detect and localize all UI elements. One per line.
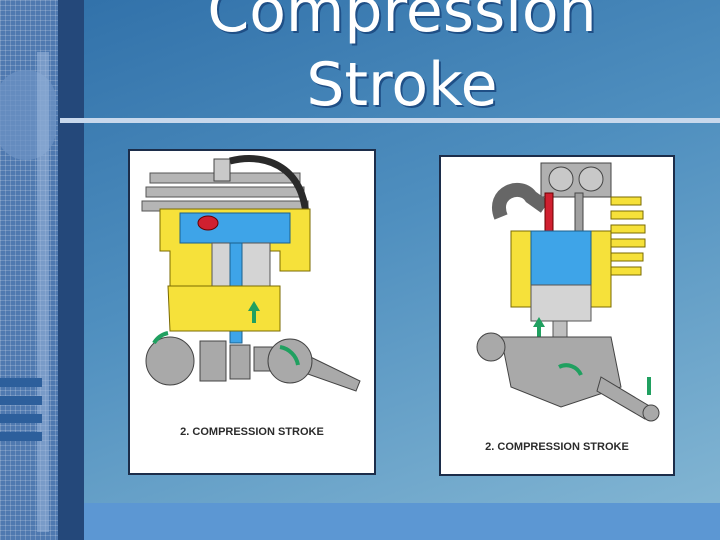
four-stroke-figure: 2. COMPRESSION STROKE [439, 155, 675, 476]
decorative-bar [0, 378, 42, 387]
bottom-bar [84, 503, 720, 540]
figure-caption: 2. COMPRESSION STROKE [180, 426, 324, 438]
two-stroke-figure: 2. COMPRESSION STROKE [128, 149, 376, 475]
title-line-2: Stroke [306, 50, 498, 120]
decorative-bar [0, 414, 42, 423]
decorative-bar [0, 432, 42, 441]
title-rule [60, 118, 720, 123]
two-stroke-engine-icon [141, 155, 361, 392]
four-stroke-engine-icon [476, 162, 660, 422]
decorative-vertical-bar [37, 52, 49, 532]
side-dark-band [58, 0, 84, 540]
decorative-bar [0, 396, 42, 405]
title-line-1: Compression [207, 0, 597, 46]
figure-caption: 2. COMPRESSION STROKE [485, 441, 629, 453]
slide-title: Compression Stroke [84, 0, 720, 120]
